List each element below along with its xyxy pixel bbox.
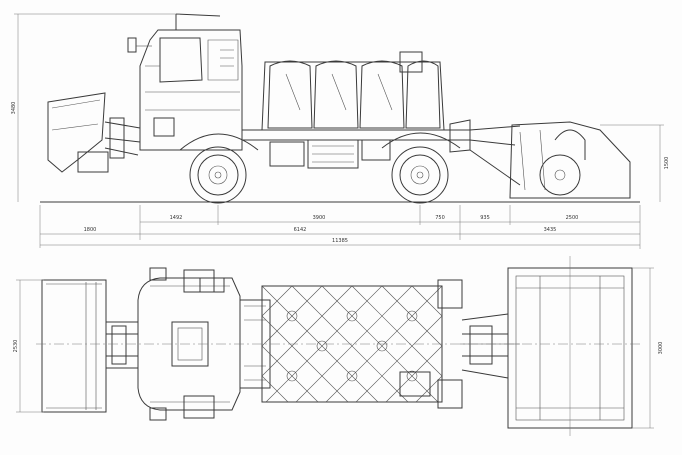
- dim-3900: 3900: [313, 215, 326, 221]
- filler-cap-top: [399, 371, 431, 397]
- width-right-label: 3000: [658, 342, 664, 355]
- width-left-label: 2530: [13, 340, 19, 353]
- fuel-tank: [269, 141, 305, 167]
- dim-935: 935: [480, 215, 490, 221]
- dim-2500: 2500: [566, 215, 579, 221]
- height-left-label: 3480: [11, 102, 17, 115]
- side-view: 3480 1500 1492 3900 750 935 2500 1800 61…: [11, 13, 670, 249]
- height-right-label: 1500: [664, 157, 670, 170]
- left-mirror: [149, 267, 167, 281]
- height-dimensions: 3480 1500: [11, 13, 670, 202]
- dim-750: 750: [435, 215, 445, 221]
- rear-wheels-top: [199, 277, 463, 409]
- side-mirror: [127, 37, 137, 53]
- dim-3435: 3435: [544, 227, 557, 233]
- truck-cab: [127, 13, 243, 151]
- dim-1800: 1800: [84, 227, 97, 233]
- right-mirror: [149, 407, 167, 421]
- plow-top: [41, 279, 138, 413]
- rear-linkage: [460, 313, 520, 379]
- cab-window: [159, 37, 203, 83]
- sweeper-brush: [539, 154, 581, 196]
- dims-row-1: 1492 3900 750 935 2500: [139, 205, 641, 240]
- sweeper-top: [507, 256, 633, 436]
- dim-6142: 6142: [294, 227, 307, 233]
- filler-cap: [399, 51, 423, 73]
- rear-sweeper: [449, 119, 631, 199]
- front-wheel: [179, 133, 259, 204]
- front-plow: [47, 92, 141, 173]
- spreader-hopper: [261, 51, 445, 131]
- width-dimensions: 2530 3000: [13, 267, 664, 429]
- dims-row-3: 11385: [40, 238, 641, 249]
- exhaust-stack: [175, 13, 221, 30]
- top-view: 2530 3000: [13, 256, 664, 436]
- dim-11385: 11385: [332, 238, 348, 244]
- dim-1492: 1492: [170, 215, 183, 221]
- dims-row-2: 1800 6142 3435: [39, 205, 640, 248]
- rear-wheel: [381, 132, 461, 204]
